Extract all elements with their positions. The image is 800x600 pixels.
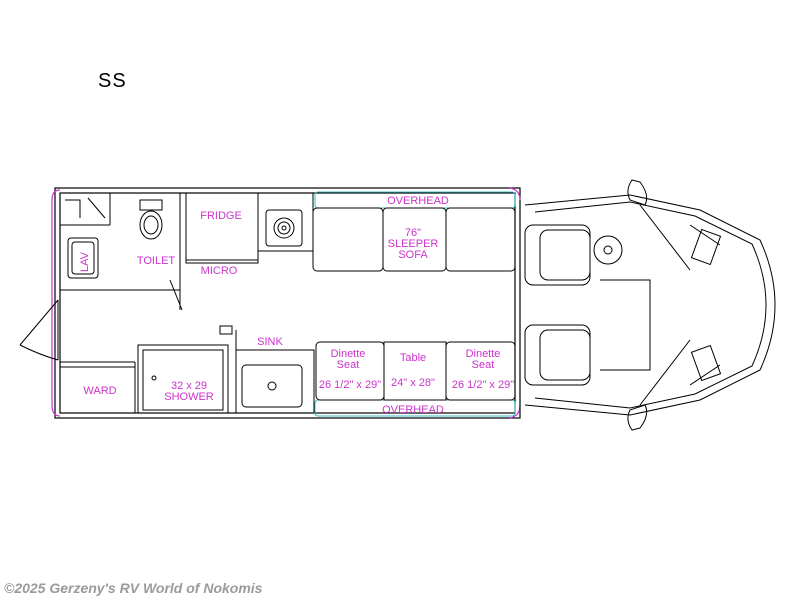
- shower-label-line1: 32 x 29: [171, 380, 207, 392]
- dinette-left-label-line2: Seat: [337, 359, 360, 371]
- dinette-right-label-line2: Seat: [472, 359, 495, 371]
- dinette-right-label-line1: Dinette: [466, 348, 501, 360]
- stove-icon: [265, 209, 303, 247]
- shower-stall: [137, 344, 229, 414]
- ward-label: WARD: [83, 385, 116, 397]
- table-size: 24" x 28": [391, 377, 435, 389]
- cab-seats: [524, 224, 651, 386]
- bathroom-walls: [19, 192, 183, 361]
- toilet-icon: [139, 199, 163, 240]
- dinette-right-size: 26 1/2" x 29": [452, 379, 514, 391]
- watermark-text: ©2025 Gerzeny's RV World of Nokomis: [4, 580, 263, 596]
- micro-label: MICRO: [201, 265, 238, 277]
- van-front: [519, 194, 776, 416]
- dinette-left-size: 26 1/2" x 29": [319, 379, 381, 391]
- lav-label: LAV: [79, 251, 91, 272]
- overhead-top-label: OVERHEAD: [387, 195, 449, 207]
- ward-closet: [60, 361, 136, 413]
- sofa-label-line3: SOFA: [398, 249, 428, 261]
- fridge-label: FRIDGE: [200, 210, 242, 222]
- dinette-left-label-line1: Dinette: [331, 348, 366, 360]
- table-label: Table: [400, 352, 426, 364]
- galley-counter: [219, 325, 315, 414]
- sink-label: SINK: [257, 336, 283, 348]
- lav-sink: [67, 237, 99, 279]
- overhead-bottom-label: OVERHEAD: [382, 404, 444, 416]
- floorplan-title: SS: [98, 70, 127, 92]
- shower-label-line2: SHOWER: [164, 391, 214, 403]
- rv-body-outline: [54, 187, 521, 419]
- sofa-label-line2: SLEEPER: [388, 238, 439, 250]
- toilet-label: TOILET: [137, 255, 176, 267]
- dinette: [315, 341, 516, 401]
- side-mirrors: [627, 179, 648, 431]
- sleeper-sofa: [312, 207, 516, 272]
- sofa-label-line1: 76": [405, 227, 421, 239]
